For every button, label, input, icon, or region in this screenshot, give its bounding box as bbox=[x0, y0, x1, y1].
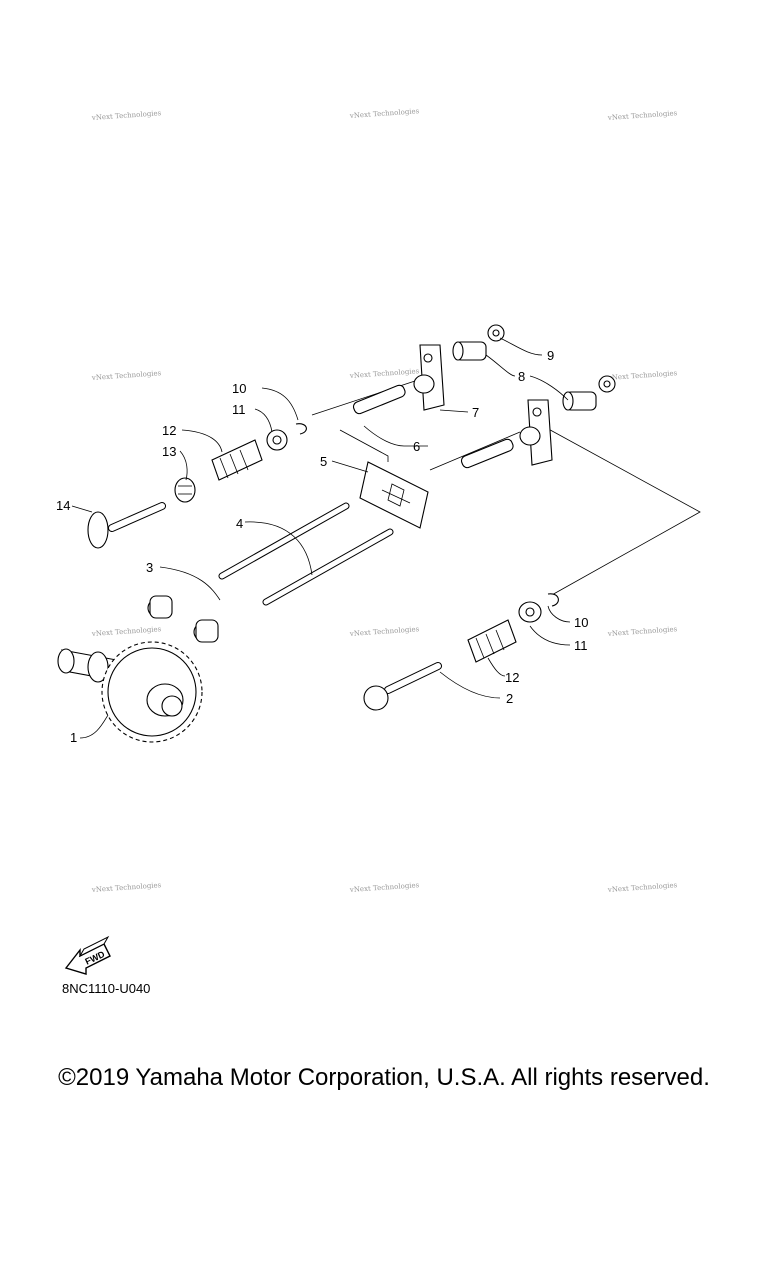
callout-8: 8 bbox=[518, 369, 525, 384]
callout-11a: 11 bbox=[232, 402, 246, 417]
rocker-arms bbox=[413, 344, 553, 466]
left-valve-set bbox=[174, 423, 307, 503]
callout-numbers: 1 2 3 4 5 6 7 8 9 10 11 12 13 14 10 11 1… bbox=[56, 348, 588, 745]
callout-5: 5 bbox=[320, 454, 327, 469]
svg-text:vNext Technologies: vNext Technologies bbox=[349, 881, 420, 894]
guide-plate bbox=[359, 461, 429, 529]
diagram-code: 8NC1110-U040 bbox=[62, 981, 151, 996]
callout-2: 2 bbox=[506, 691, 513, 706]
callout-14: 14 bbox=[56, 498, 70, 513]
svg-text:vNext Technologies: vNext Technologies bbox=[607, 881, 678, 894]
watermark: vNext Technologies bbox=[91, 369, 162, 382]
copyright-notice: ©2019 Yamaha Motor Corporation, U.S.A. A… bbox=[58, 1064, 710, 1091]
watermark: vNext Technologies bbox=[91, 625, 162, 638]
watermark: vNext Technologies bbox=[349, 107, 420, 120]
camshaft-gear bbox=[57, 641, 203, 743]
callout-9: 9 bbox=[547, 348, 554, 363]
callout-4: 4 bbox=[236, 516, 243, 531]
svg-text:vNext Technologies: vNext Technologies bbox=[91, 109, 162, 122]
svg-text:vNext Technologies: vNext Technologies bbox=[607, 109, 678, 122]
watermark: vNext Technologies bbox=[607, 109, 678, 122]
tappets bbox=[147, 595, 219, 643]
callout-11b: 11 bbox=[574, 638, 588, 653]
rocker-studs bbox=[352, 384, 514, 469]
callout-10b: 10 bbox=[574, 615, 588, 630]
callout-10a: 10 bbox=[232, 381, 246, 396]
svg-text:vNext Technologies: vNext Technologies bbox=[607, 625, 678, 638]
push-rods bbox=[218, 502, 394, 606]
callout-7: 7 bbox=[472, 405, 479, 420]
callout-1: 1 bbox=[70, 730, 77, 745]
valves bbox=[87, 502, 442, 711]
watermark: vNext Technologies bbox=[349, 625, 420, 638]
svg-text:vNext Technologies: vNext Technologies bbox=[91, 881, 162, 894]
svg-text:vNext Technologies: vNext Technologies bbox=[91, 369, 162, 382]
watermark: vNext Technologies bbox=[349, 881, 420, 894]
callout-12b: 12 bbox=[505, 670, 519, 685]
watermark: vNext Technologies bbox=[607, 881, 678, 894]
svg-text:vNext Technologies: vNext Technologies bbox=[349, 107, 420, 120]
svg-text:vNext Technologies: vNext Technologies bbox=[349, 625, 420, 638]
fwd-arrow-icon: FWD bbox=[64, 935, 111, 975]
pivots-and-nuts bbox=[452, 324, 616, 411]
assembly-lines bbox=[311, 379, 701, 597]
right-valve-set bbox=[467, 593, 559, 663]
callout-13: 13 bbox=[162, 444, 176, 459]
svg-text:vNext Technologies: vNext Technologies bbox=[91, 625, 162, 638]
svg-text:vNext Technologies: vNext Technologies bbox=[349, 367, 420, 380]
watermark: vNext Technologies bbox=[91, 109, 162, 122]
watermark: vNext Technologies bbox=[607, 369, 678, 382]
callout-3: 3 bbox=[146, 560, 153, 575]
watermark: vNext Technologies bbox=[91, 881, 162, 894]
callout-6: 6 bbox=[413, 439, 420, 454]
svg-text:vNext Technologies: vNext Technologies bbox=[607, 369, 678, 382]
leader-lines bbox=[71, 337, 571, 739]
watermark: vNext Technologies bbox=[349, 367, 420, 380]
watermark: vNext Technologies bbox=[607, 625, 678, 638]
callout-12a: 12 bbox=[162, 423, 176, 438]
